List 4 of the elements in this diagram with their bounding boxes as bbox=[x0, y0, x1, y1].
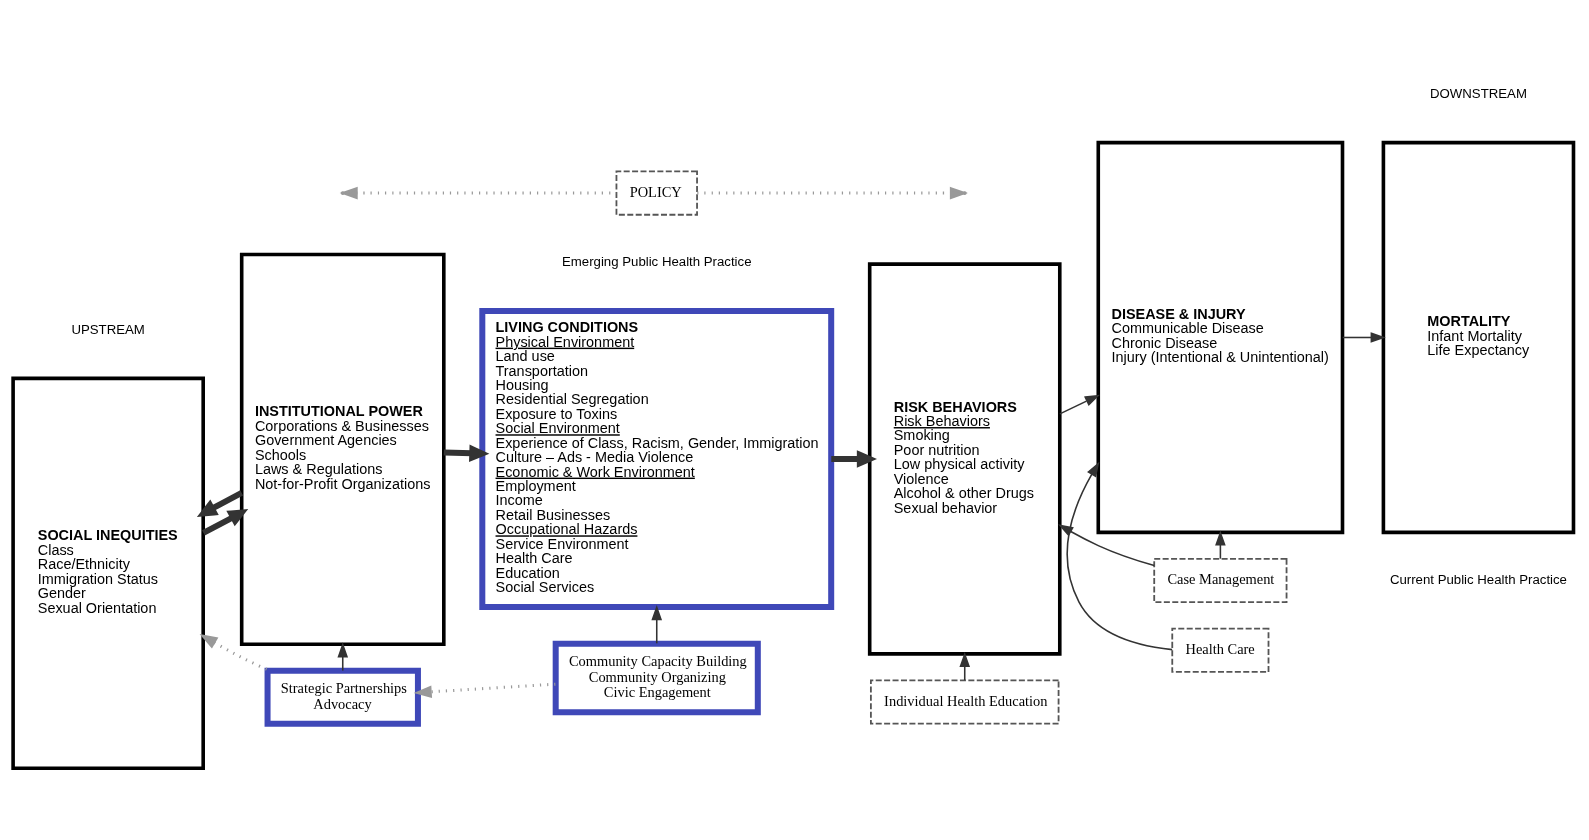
label: Emerging Public Health Practice bbox=[561, 253, 752, 269]
label: Current Public Health Practice bbox=[1389, 571, 1567, 587]
label: UPSTREAM bbox=[71, 321, 145, 337]
label: DOWNSTREAM bbox=[1429, 85, 1527, 101]
